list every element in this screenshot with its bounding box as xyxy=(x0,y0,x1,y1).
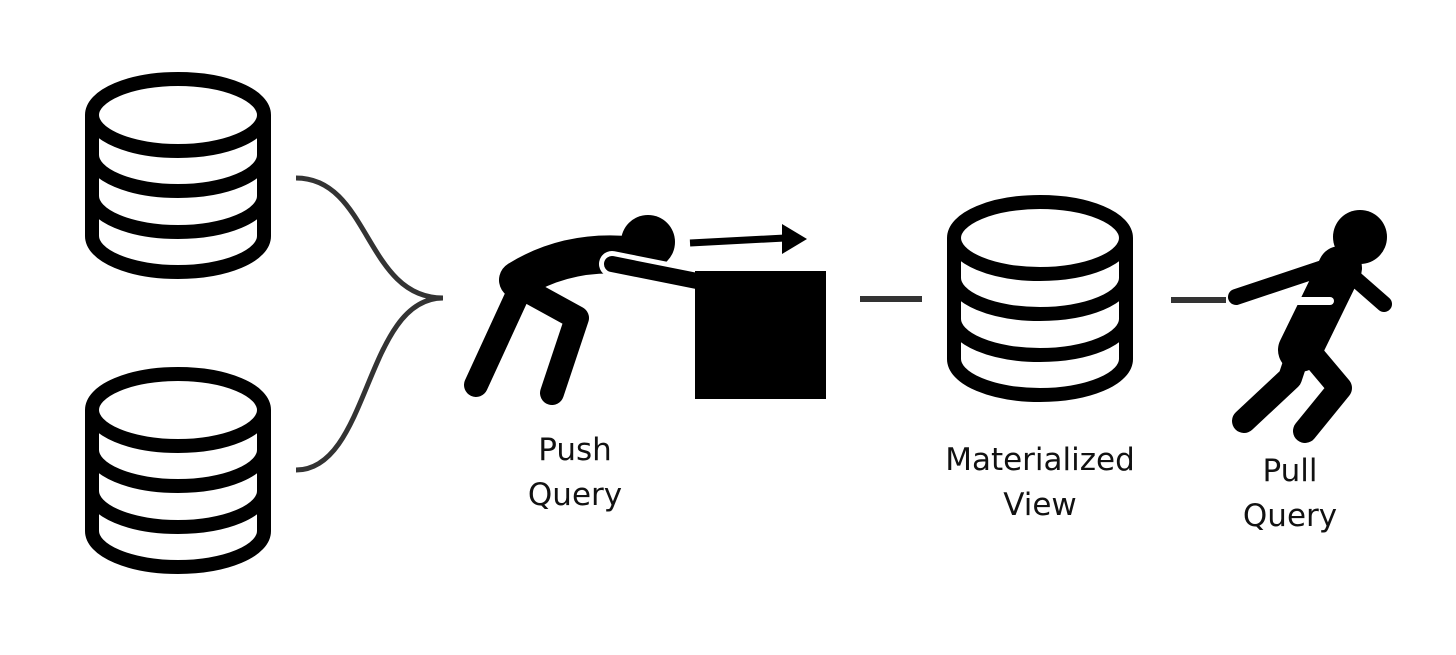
merge-connector xyxy=(295,175,444,473)
arrow-right-icon xyxy=(689,224,807,254)
person-pushing-box-icon xyxy=(464,215,715,405)
person-pulling-rope-icon xyxy=(1228,210,1392,443)
materialized-view-label-line-2: View xyxy=(1003,487,1077,523)
push-query-label-line-2: Query xyxy=(527,477,623,513)
push-query-label-line-1: Push xyxy=(538,432,612,468)
push-query-label: Push Query xyxy=(500,428,650,518)
pull-query-label: Pull Query xyxy=(1215,449,1365,539)
database-icon xyxy=(85,367,271,574)
materialized-view-label-line-1: Materialized xyxy=(945,442,1135,478)
pull-query-label-line-2: Query xyxy=(1242,498,1338,534)
database-icon xyxy=(85,72,271,279)
pull-query-label-line-1: Pull xyxy=(1262,453,1318,489)
box-icon xyxy=(695,271,826,399)
materialized-view-label: Materialized View xyxy=(920,438,1160,528)
database-icon xyxy=(947,195,1133,402)
